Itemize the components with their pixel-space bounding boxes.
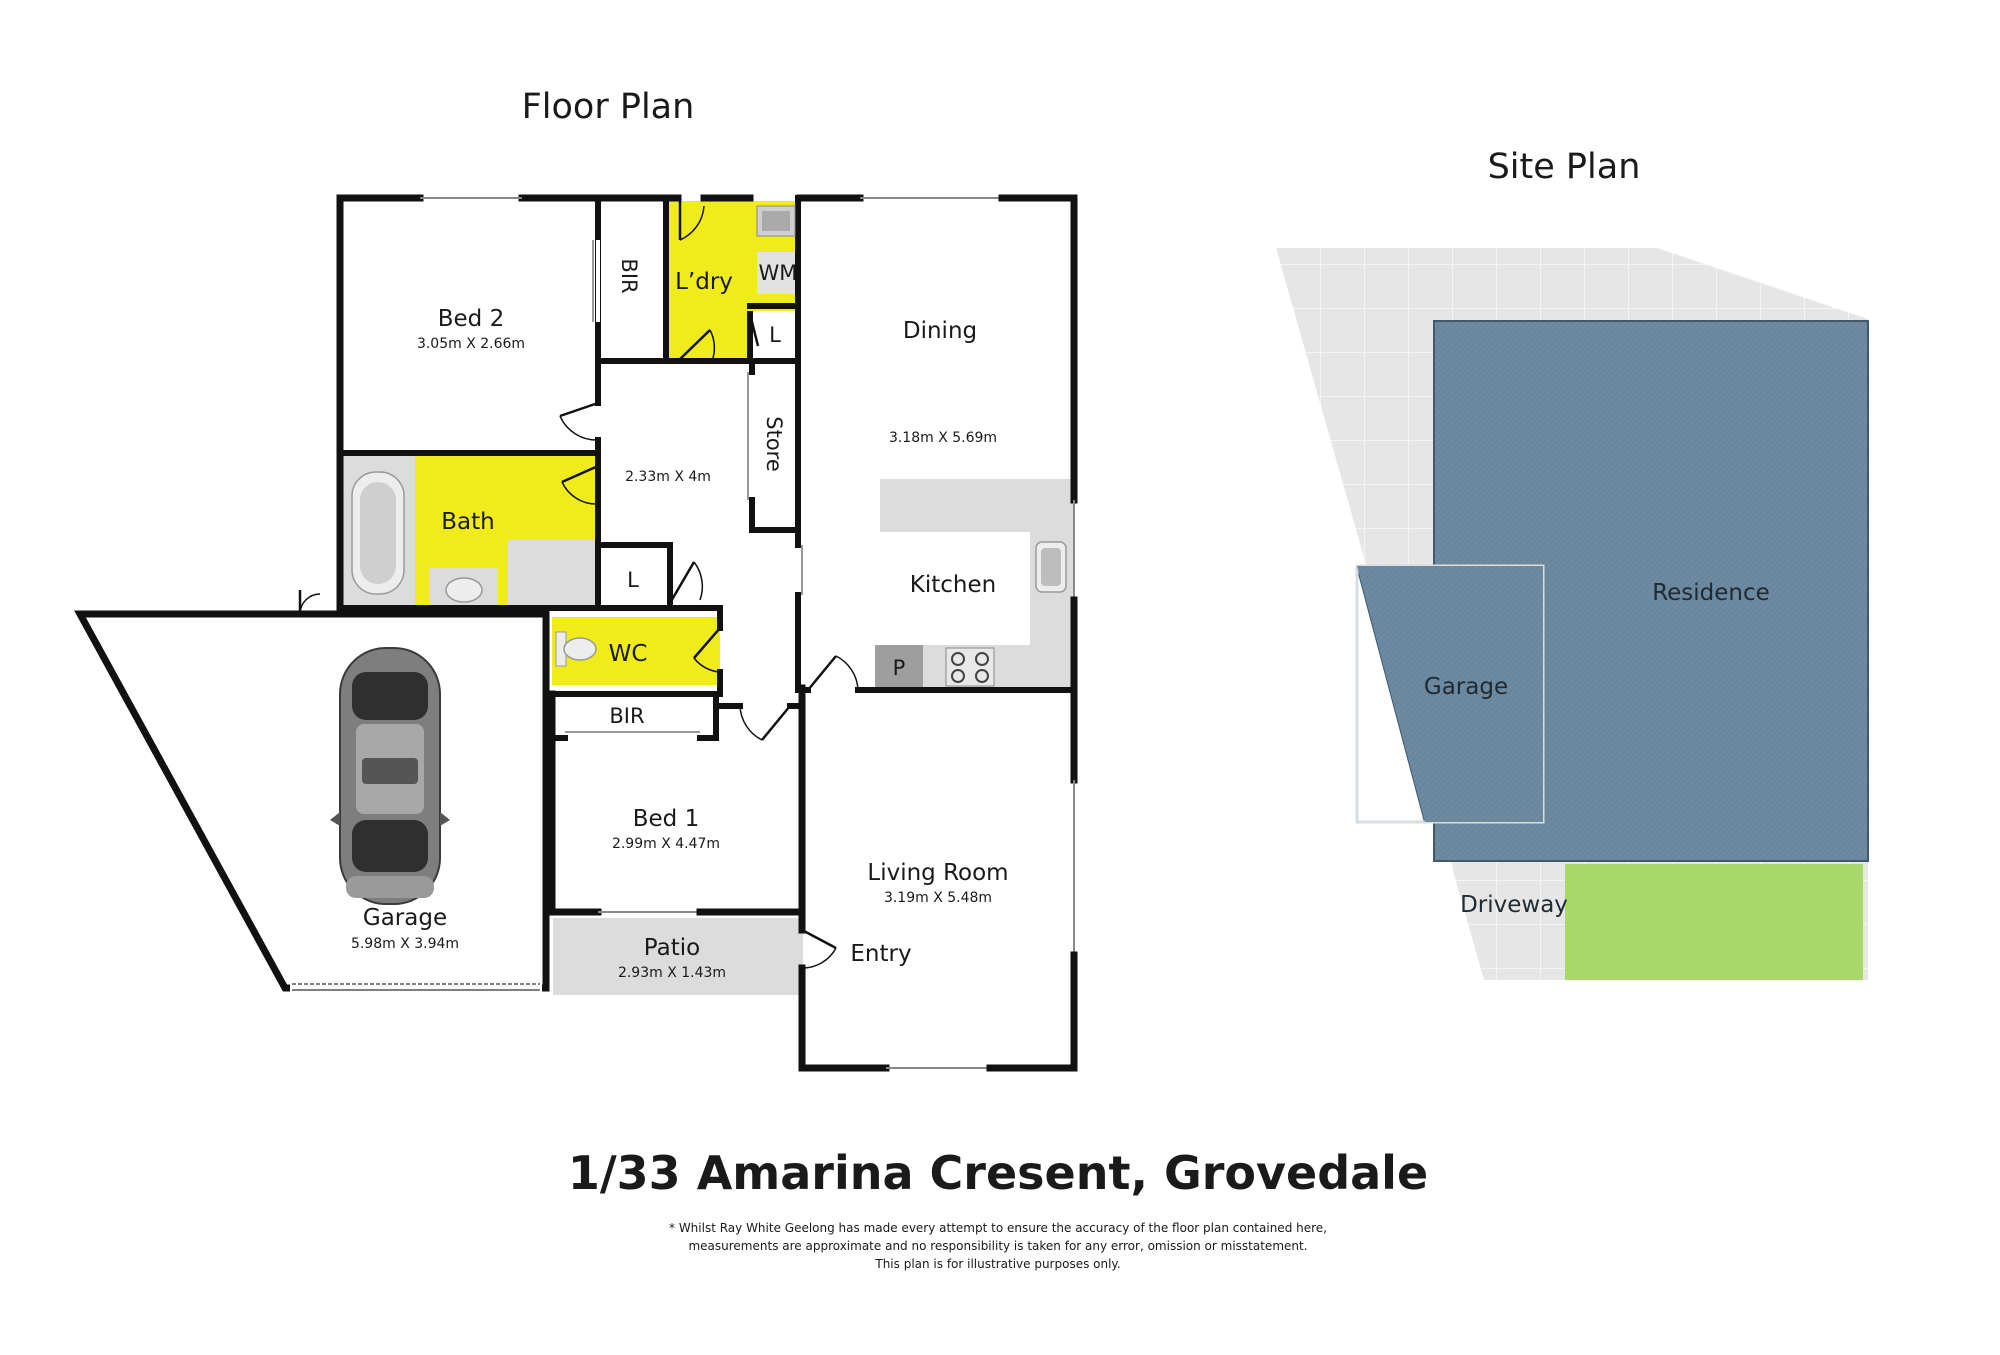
disclaimer-line-3: This plan is for illustrative purposes o… — [874, 1257, 1120, 1271]
door-laundry-top-swing — [679, 205, 705, 241]
wc-label: WC — [609, 641, 648, 667]
disclaimer-line-2: measurements are approximate and no resp… — [688, 1239, 1307, 1253]
door-linen-top — [748, 313, 760, 347]
burner-3 — [951, 669, 965, 683]
door-linen-mid-swing — [693, 561, 704, 601]
laundry-label: L’dry — [675, 269, 733, 295]
hall-dims: 2.33m X 4m — [625, 469, 711, 485]
car-top-view — [330, 647, 450, 905]
room-labels: Bed 2 3.05m X 2.66m BIR L’dry WM L Dinin… — [417, 258, 1009, 981]
bir-bottom-label: BIR — [609, 704, 644, 728]
bath-label: Bath — [441, 509, 494, 535]
door-laundry-bottom — [677, 329, 711, 362]
dining-label: Dining — [903, 318, 977, 344]
door-linen-mid — [668, 561, 696, 604]
disclaimer-line-1: * Whilst Ray White Geelong has made ever… — [669, 1221, 1327, 1235]
dining-dims: 3.18m X 5.69m — [889, 430, 997, 446]
door-bath-swing — [561, 481, 599, 505]
car-hood — [346, 876, 434, 898]
car-mirror-right — [440, 812, 450, 826]
bed1-dims: 2.99m X 4.47m — [612, 836, 720, 852]
store-label: Store — [762, 416, 786, 472]
toilet-icon — [563, 637, 597, 661]
linen-top-label: L — [769, 323, 781, 347]
garage-outline — [74, 610, 550, 992]
car-windshield-front — [352, 820, 428, 872]
burner-1 — [951, 652, 965, 666]
pantry-label: P — [893, 656, 906, 680]
site-residence-label: Residence — [1652, 580, 1770, 606]
door-living-swing — [835, 655, 859, 691]
laundry-trough-basin — [762, 211, 790, 231]
garage-door-gap — [290, 982, 542, 992]
entry-label: Entry — [850, 941, 911, 967]
burner-4 — [975, 669, 989, 683]
interior-walls — [337, 195, 1077, 741]
door-living — [807, 655, 837, 691]
bir-top-label: BIR — [617, 258, 641, 293]
living-label: Living Room — [867, 860, 1008, 886]
garage-area: Garage 5.98m X 3.94m — [74, 590, 550, 992]
wm-label: WM — [759, 261, 798, 285]
bed1-label: Bed 1 — [633, 806, 699, 832]
patio-fill — [553, 918, 803, 995]
floor-plan-heading: Floor Plan — [522, 87, 695, 127]
patio-dims: 2.93m X 1.43m — [618, 965, 726, 981]
door-entry-swing — [801, 947, 837, 969]
door-bed2 — [559, 401, 599, 418]
doors — [559, 198, 859, 969]
door-wc — [693, 627, 721, 659]
washing-machine-box — [757, 252, 799, 294]
car-mirror-left — [330, 812, 340, 826]
bed2-label: Bed 2 — [438, 306, 504, 332]
living-dims: 3.19m X 5.48m — [884, 890, 992, 906]
patio-label: Patio — [644, 935, 700, 961]
door-bath — [561, 464, 599, 484]
bathtub-inner — [360, 482, 396, 584]
garage-label: Garage — [363, 905, 447, 931]
door-bed2-swing — [559, 415, 599, 441]
basin-icon — [445, 577, 483, 603]
site-garage-label: Garage — [1424, 674, 1508, 700]
site-garage-overlay — [1357, 566, 1543, 822]
door-entry — [801, 928, 837, 950]
site-driveway-label: Driveway — [1460, 892, 1568, 918]
door-bed1 — [761, 705, 791, 741]
pantry-box — [875, 645, 923, 689]
garage-dims: 5.98m X 3.94m — [351, 936, 459, 952]
door-bed1-swing — [739, 705, 763, 741]
kitchen-sink-basin — [1041, 548, 1061, 586]
linen-mid-label: L — [627, 568, 639, 592]
car-sunroof — [362, 758, 418, 784]
site-plan: Residence Garage Driveway — [1276, 248, 1869, 980]
door-laundry-bottom-swing — [709, 329, 716, 362]
site-lawn — [1565, 864, 1863, 980]
bath-vanity-area — [508, 540, 598, 608]
car-windshield-rear — [352, 672, 428, 720]
kitchen-label: Kitchen — [910, 572, 996, 598]
address-title: 1/33 Amarina Cresent, Grovedale — [568, 1146, 1428, 1200]
fixtures — [351, 205, 1067, 687]
burner-2 — [975, 652, 989, 666]
door-wc-swing — [693, 657, 721, 673]
site-plan-heading: Site Plan — [1488, 147, 1641, 187]
bed2-dims: 3.05m X 2.66m — [417, 336, 525, 352]
